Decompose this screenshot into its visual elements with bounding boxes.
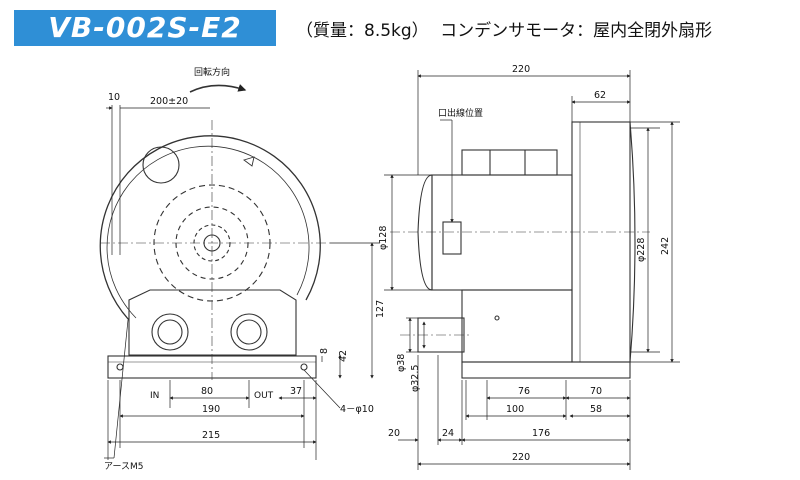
svg-text:φ38: φ38 — [396, 354, 407, 372]
in-label: IN — [150, 391, 159, 401]
svg-text:80: 80 — [201, 386, 213, 397]
svg-text:127: 127 — [375, 300, 386, 318]
svg-text:200±20: 200±20 — [150, 96, 188, 107]
svg-text:220: 220 — [512, 64, 530, 75]
rotation-arrow: 回転方向 — [189, 66, 247, 93]
svg-text:100: 100 — [506, 404, 524, 415]
rotation-label: 回転方向 — [194, 66, 230, 78]
svg-text:70: 70 — [590, 386, 602, 397]
svg-text:76: 76 — [518, 386, 530, 397]
side-dim-labels: 220 62 口出線位置 φ128 φ228 242 φ38 φ32.5 76 … — [378, 64, 671, 463]
front-dim-labels: 10 200±20 127 42 8 IN 80 OUT 37 190 215 … — [104, 92, 386, 472]
front-dims — [104, 105, 380, 460]
svg-text:62: 62 — [594, 90, 606, 101]
side-dims — [384, 70, 680, 470]
svg-text:242: 242 — [660, 237, 671, 255]
svg-text:176: 176 — [532, 428, 550, 439]
svg-text:215: 215 — [202, 430, 220, 441]
svg-text:220: 220 — [512, 452, 530, 463]
side-view — [390, 121, 650, 379]
svg-text:8: 8 — [319, 348, 330, 354]
wire-label: 口出線位置 — [438, 107, 483, 119]
svg-text:24: 24 — [442, 428, 454, 439]
svg-text:58: 58 — [590, 404, 602, 415]
svg-text:42: 42 — [338, 350, 349, 362]
spec-line: （質量：8.5kg） コンデンサモータ：屋内全閉外扇形 — [296, 16, 718, 41]
svg-text:10: 10 — [108, 92, 120, 103]
mass-text: （質量：8.5kg） — [296, 21, 429, 41]
svg-text:20: 20 — [388, 428, 400, 439]
svg-text:φ32.5: φ32.5 — [410, 365, 421, 392]
hole-label: 4－φ10 — [340, 404, 374, 415]
out-label: OUT — [254, 391, 274, 401]
svg-text:φ228: φ228 — [636, 238, 647, 262]
motor-text: コンデンサモータ：屋内全閉外扇形 — [440, 21, 713, 41]
svg-text:190: 190 — [202, 404, 220, 415]
svg-text:φ128: φ128 — [378, 226, 389, 250]
front-view — [99, 120, 330, 380]
model-badge: VB-002S-E2 — [14, 10, 276, 46]
earth-label: アースM5 — [104, 462, 144, 472]
svg-text:37: 37 — [290, 386, 302, 397]
